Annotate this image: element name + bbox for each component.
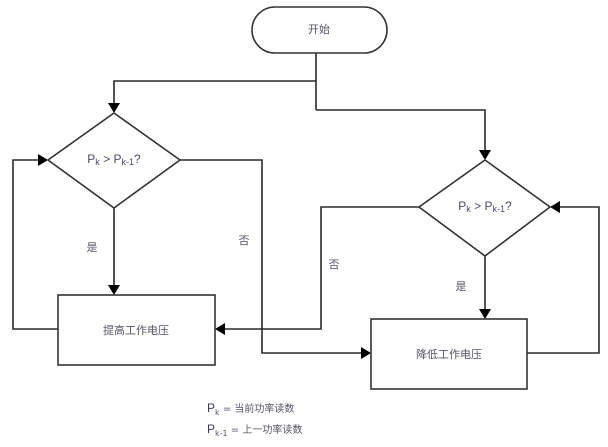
legend-description: 当前功率读数 [234,404,295,415]
decision-left-condition: Pk > Pk-1? [87,152,141,167]
connector-right-no [224,206,419,330]
arrow-into-right-process-top [479,309,491,319]
edge-label-left-no: 否 [239,234,250,247]
arrow-right-loop [550,201,560,213]
start-terminal[interactable]: 开始 [251,6,388,54]
arrow-into-right-decision [479,150,491,160]
legend: Pk = 当前功率读数 Pk-1 = 上一功率读数 [207,400,302,442]
decision-left[interactable]: Pk > Pk-1? [46,112,182,209]
arrow-left-loop [38,154,48,166]
edge-label-left-yes: 是 [87,241,98,254]
start-label: 开始 [308,22,330,36]
connectors [12,53,600,359]
decision-right-condition: Pk > Pk-1? [458,199,512,214]
process-increase-voltage[interactable]: 提高工作电压 [57,294,216,366]
arrow-into-left-process [108,285,120,295]
connector-start-to-left-decision [113,80,316,104]
process-decrease-voltage[interactable]: 降低工作电压 [370,318,528,390]
connector-start-to-right-decision [316,109,486,151]
legend-symbol: P [207,422,216,436]
arrow-into-left-decision [108,103,120,113]
legend-equals: = [227,425,243,436]
connector-left-loop [12,159,58,330]
legend-equals: = [219,404,235,415]
connector-right-loop [527,206,600,354]
legend-subscript: k [215,408,220,417]
legend-symbol: P [207,401,216,415]
legend-item: Pk = 当前功率读数 [207,400,302,421]
decision-right[interactable]: Pk > Pk-1? [417,159,552,257]
legend-description: 上一功率读数 [242,425,303,436]
arrow-into-left-process-side [215,323,225,335]
legend-subscript: k-1 [215,429,228,438]
arrow-into-right-process [361,347,371,359]
connector-left-no [180,159,362,354]
process-increase-voltage-label: 提高工作电压 [103,323,169,337]
legend-item: Pk-1 = 上一功率读数 [207,421,302,442]
edge-label-right-yes: 是 [456,280,467,293]
edge-label-right-no: 否 [329,258,340,271]
process-decrease-voltage-label: 降低工作电压 [416,347,482,361]
